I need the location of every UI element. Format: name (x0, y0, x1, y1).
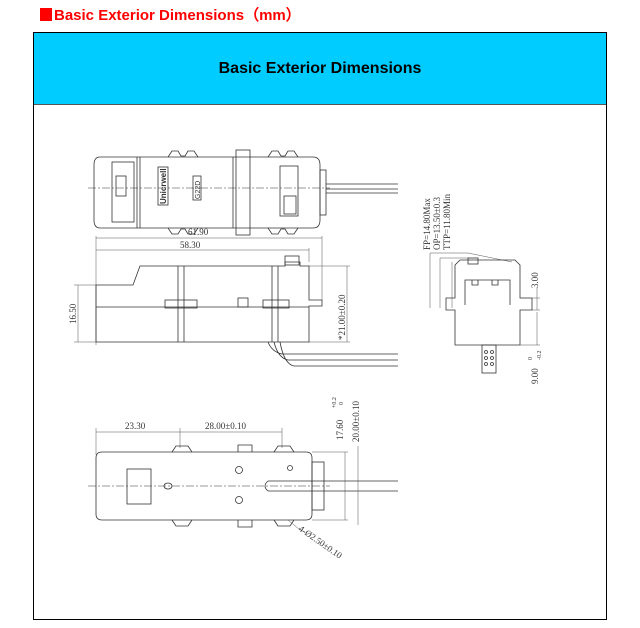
top-view: Unicrwell G22D (88, 149, 398, 236)
dim-pin-height: *21.00±0.20 (337, 294, 347, 340)
dim-bottom-tol-upper: 0 (528, 357, 534, 360)
dim-inner-width-tol-lower: 0 (339, 402, 345, 405)
section-title-text: Basic Exterior Dimensions（mm） (54, 7, 301, 24)
bottom-view: 23.30 28.00±0.10 17.60 +0.2 0 20.00±0.10… (88, 397, 398, 561)
section-title: Basic Exterior Dimensions（mm） (40, 4, 301, 25)
end-view: FP=14.80Max OP=13.50±0.3 TTP=11.80Min 3.… (422, 194, 543, 384)
hole-callout: 4-Ø2.50±0.10 (297, 523, 344, 560)
panel-title: Basic Exterior Dimensions (218, 59, 422, 77)
dim-fp: FP=14.80Max (422, 198, 432, 250)
side-view: 61.90 58.30 16.50 *21.00±0.20 (68, 227, 398, 367)
dim-top-offset: 3.00 (530, 272, 540, 288)
red-square-icon (40, 8, 52, 21)
dim-hole-offset: 23.30 (125, 421, 146, 431)
dim-overall-length: 61.90 (188, 227, 209, 237)
panel-header: Basic Exterior Dimensions (34, 33, 606, 105)
dim-op: OP=13.50±0.3 (432, 196, 442, 250)
dim-inner-width-tol-upper: +0.2 (332, 397, 338, 408)
dim-bottom-tol-lower: -0.2 (537, 351, 543, 361)
dim-body-length: 58.30 (180, 240, 201, 250)
dim-height: 16.50 (68, 303, 78, 324)
brand-label: Unicrwell (159, 168, 168, 204)
dim-bottom-offset: 9.00 (530, 368, 540, 384)
dimensions-panel: Basic Exterior Dimensions (33, 32, 607, 620)
dim-inner-width: 17.60 (335, 419, 345, 440)
dim-outer-width: 20.00±0.10 (351, 401, 361, 442)
model-label: G22D (195, 181, 202, 199)
dim-hole-pitch: 28.00±0.10 (205, 421, 246, 431)
dim-ttp: TTP=11.80Min (442, 194, 452, 250)
